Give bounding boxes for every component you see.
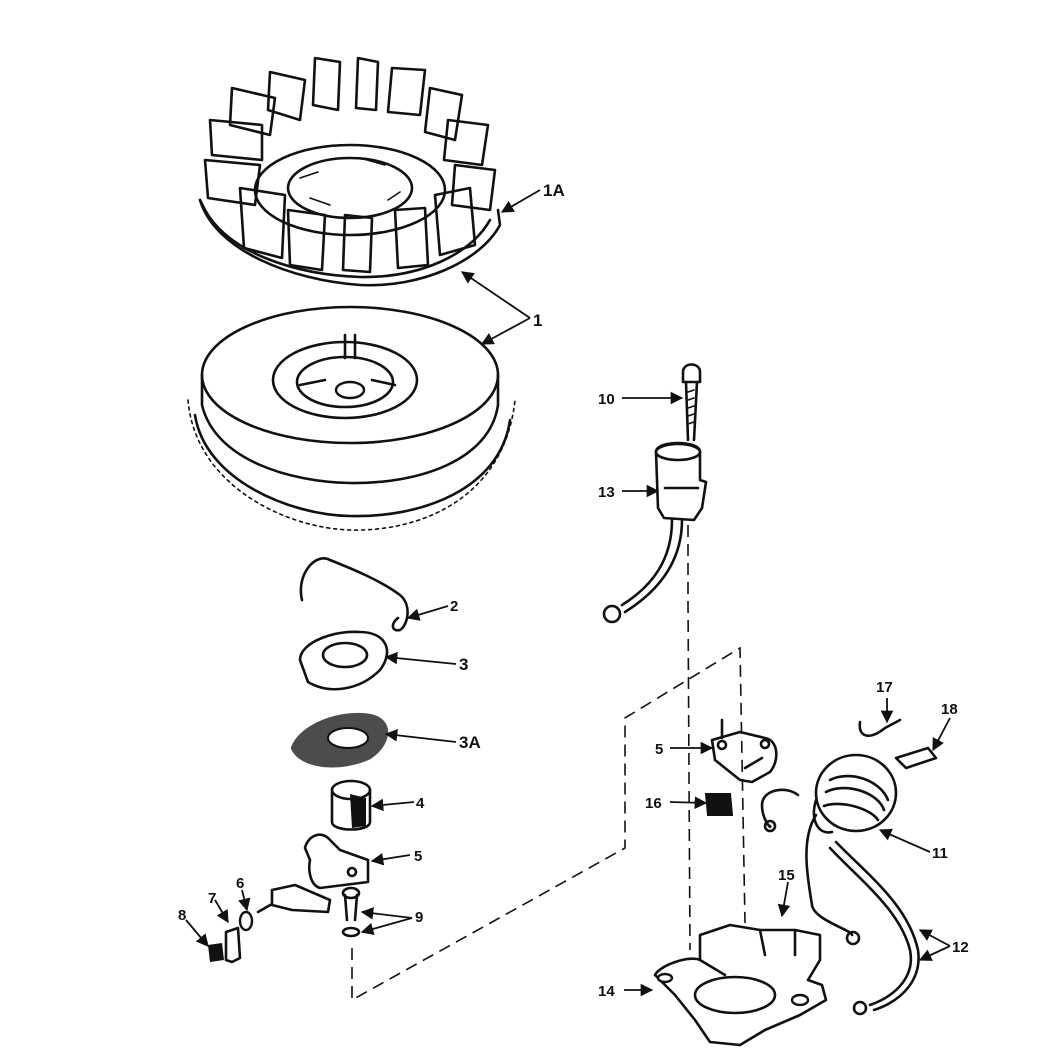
dashed-assembly-lines — [351, 525, 746, 1002]
callout-15: 15 — [778, 867, 795, 884]
condenser-bracket — [710, 718, 778, 784]
callout-6: 6 — [236, 875, 244, 892]
callout-4: 4 — [416, 795, 425, 812]
insulator-square — [704, 793, 734, 816]
callout-7: 7 — [208, 890, 216, 907]
callout-5-left: 5 — [414, 848, 422, 865]
breaker-box — [653, 923, 828, 1047]
callout-17: 17 — [876, 679, 893, 696]
flywheel — [187, 305, 516, 531]
callout-9: 9 — [415, 909, 423, 926]
callout-8: 8 — [178, 907, 186, 924]
callout-2: 2 — [450, 598, 458, 615]
clip-plate — [894, 746, 938, 770]
ignition-coil — [602, 441, 708, 624]
callout-18: 18 — [941, 701, 958, 718]
callout-1A: 1A — [543, 181, 565, 200]
callout-11: 11 — [932, 845, 948, 862]
callout-3: 3 — [459, 655, 468, 674]
callout-14: 14 — [598, 983, 615, 1000]
wire-clip — [858, 718, 902, 737]
breaker-cover — [298, 630, 389, 691]
callout-12: 12 — [952, 939, 969, 956]
cooling-fan — [198, 56, 502, 287]
callout-10: 10 — [598, 391, 615, 408]
callout-13: 13 — [598, 484, 615, 501]
lead-wire — [828, 840, 920, 1016]
breaker-point-arm — [303, 833, 370, 890]
callout-3A: 3A — [459, 733, 481, 752]
callout-leaders — [185, 189, 951, 997]
callout-1: 1 — [533, 311, 542, 330]
callout-labels: 1A 1 2 3 3A 4 5 6 7 8 9 10 11 12 13 14 1… — [178, 181, 969, 1000]
cover-gasket — [290, 712, 389, 768]
bushing — [330, 779, 372, 831]
coil-bolt — [681, 363, 702, 442]
condenser — [760, 753, 898, 946]
pivot-assembly — [208, 883, 332, 964]
callout-5-right: 5 — [655, 741, 663, 758]
spring-clip — [299, 557, 409, 632]
screw-and-washer — [341, 886, 361, 938]
callout-16: 16 — [645, 795, 662, 812]
